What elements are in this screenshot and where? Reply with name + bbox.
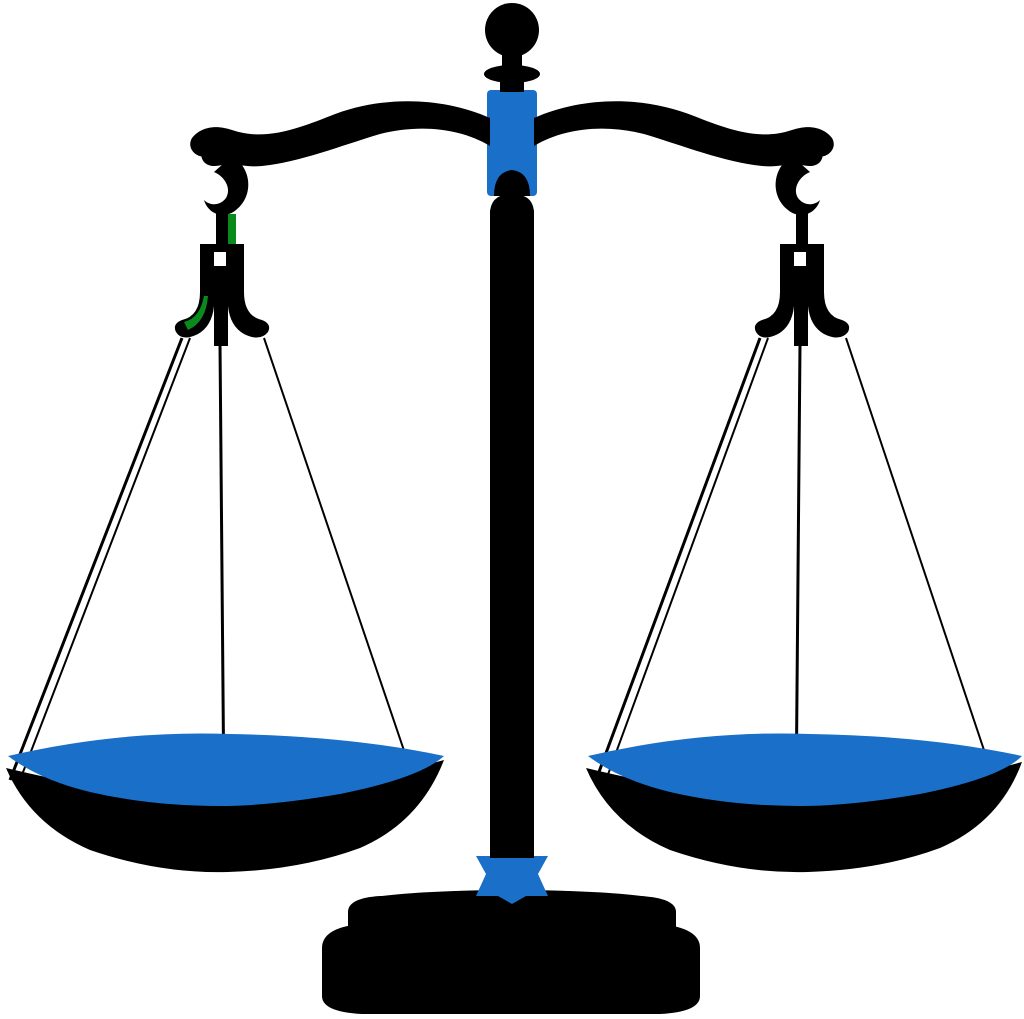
finial-ball [485,3,539,57]
left-clevis-green-edge [184,296,208,330]
right-clevis [754,244,850,346]
left-string-outer-b [19,337,191,781]
left-clevis-slot [214,252,226,266]
left-string-right [263,337,415,781]
finial-stem [500,80,524,92]
left-hook [204,156,249,215]
left-pan [6,733,444,873]
left-pan-surface [8,733,444,806]
left-hanger [174,156,270,346]
finial-neck [502,52,522,66]
star-collar [476,846,548,904]
right-clevis-slot [794,252,806,266]
beam-left-arm [190,101,491,167]
beam-right-curl [790,140,823,166]
cap-inner-arch [494,170,530,196]
right-hook-stem [796,206,808,246]
pillar-top-dome [490,194,534,214]
column-cap [487,90,537,196]
beam-right-arm [534,101,834,167]
central-pillar [490,194,534,858]
right-hook [775,156,820,215]
balance-beam [190,101,834,167]
left-hook-green-edge [228,214,236,246]
right-string-center [794,343,802,807]
left-strings [8,337,415,807]
right-string-outer-b [605,337,769,781]
cap-blue-block [487,90,537,196]
right-strings [594,337,995,807]
right-string-right [845,337,995,781]
right-pan [586,733,1022,873]
finial [484,3,540,92]
right-hanger [754,156,850,346]
left-string-center [218,343,226,807]
finial-collar [484,65,540,83]
left-hook-stem [216,206,228,246]
pillar-shaft [490,210,534,858]
base-bottom-tier [322,924,700,1014]
right-string-outer-a [594,337,762,781]
right-pan-surface [588,733,1022,806]
left-string-outer-a [8,337,184,781]
beam-left-curl [201,140,234,166]
scale-base [322,890,700,1014]
